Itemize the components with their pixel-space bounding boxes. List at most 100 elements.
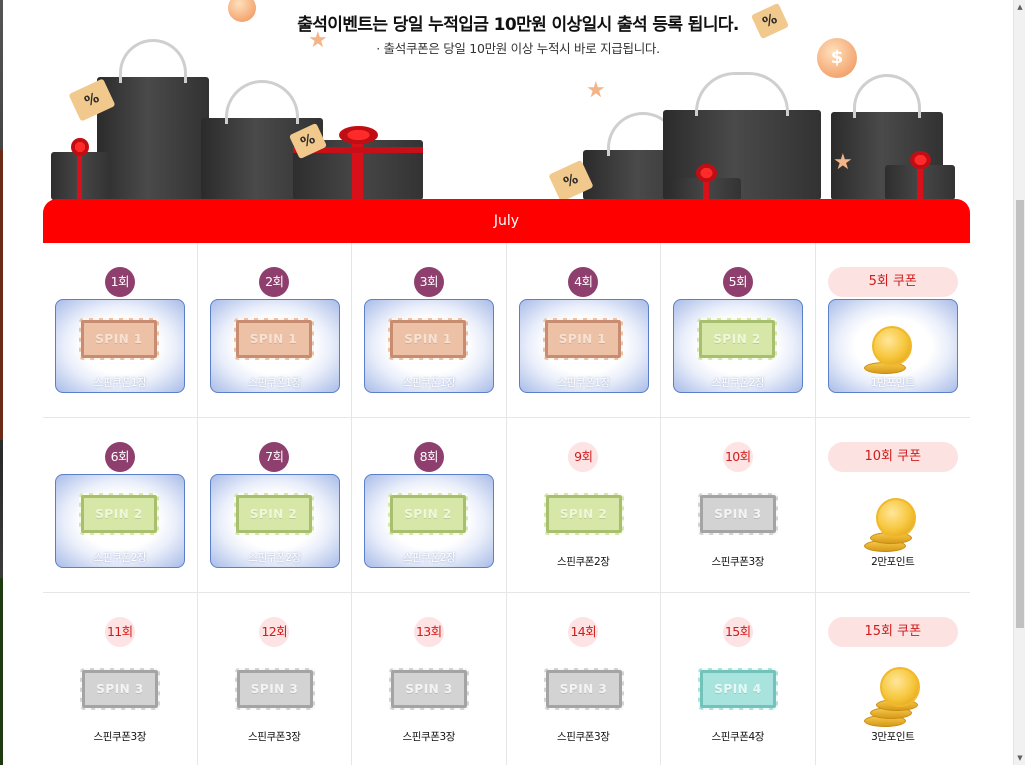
reward-text: 스핀쿠폰1장 — [248, 377, 301, 389]
reward-card-checked: SPIN 2 스핀쿠폰2장 — [209, 474, 340, 568]
spin-ticket-label: SPIN 1 — [95, 332, 143, 346]
attendance-count-badge: 10회 — [722, 442, 753, 472]
reward-text: 1만포인트 — [870, 377, 915, 389]
reward-text: 스핀쿠폰1장 — [93, 377, 147, 389]
scroll-up-arrow-icon[interactable]: ▲ — [1017, 3, 1023, 11]
spin-ticket-icon: SPIN 1 — [388, 318, 468, 360]
gift-ribbon — [351, 140, 364, 200]
gift-box-icon — [51, 138, 109, 200]
attendance-cell: 14회 SPIN 3 스핀쿠폰3장 — [507, 593, 661, 765]
gift-ribbon — [916, 165, 923, 200]
coin-stack-icon — [858, 496, 928, 556]
attendance-count-badge: 15회 — [722, 617, 753, 647]
spin-ticket-label: SPIN 3 — [714, 507, 762, 521]
reward-text: 스핀쿠폰3장 — [247, 731, 301, 743]
gift-bow — [338, 126, 378, 144]
star-icon: ★ — [586, 78, 606, 103]
attendance-cell: 2회 SPIN 1 스핀쿠폰1장 — [197, 243, 352, 418]
background-edge-segment — [0, 150, 3, 440]
attendance-cell: 15회 쿠폰 3만포인트 — [816, 593, 971, 765]
spin-ticket-label: SPIN 1 — [249, 332, 298, 346]
gift-bow — [695, 164, 717, 182]
spin-ticket-icon: SPIN 2 — [79, 493, 159, 535]
bag-handle — [225, 80, 299, 124]
scroll-down-arrow-icon[interactable]: ▼ — [1017, 754, 1023, 762]
background-edge-segment — [0, 578, 3, 765]
gift-bow — [71, 138, 89, 156]
coin-stack-icon — [858, 667, 928, 731]
gift-box-icon — [671, 164, 741, 200]
spin-ticket-label: SPIN 2 — [95, 507, 143, 521]
attendance-count-badge: 3회 — [413, 267, 444, 297]
coin-icon — [871, 326, 912, 366]
coin-icon — [228, 0, 256, 22]
reward-text: 스핀쿠폰2장 — [402, 552, 456, 564]
spin-ticket-icon: SPIN 2 — [697, 318, 777, 360]
attendance-count-badge: 11회 — [104, 617, 135, 647]
event-subline: · 출석쿠폰은 당일 10만원 이상 누적시 바로 지급됩니다. — [376, 41, 660, 56]
reward-text: 스핀쿠폰2장 — [248, 552, 301, 564]
spin-ticket-label: SPIN 1 — [404, 332, 452, 346]
attendance-cell: 10회 SPIN 3 스핀쿠폰3장 — [661, 418, 816, 593]
attendance-count-badge: 1회 — [104, 267, 135, 297]
spin-ticket-icon: SPIN 3 — [234, 668, 315, 710]
reward-card-checked: SPIN 2 스핀쿠폰2장 — [364, 474, 494, 568]
spin-ticket-label: SPIN 2 — [559, 507, 608, 521]
background-edge — [0, 0, 3, 765]
reward-text: 스핀쿠폰3장 — [402, 731, 456, 743]
attendance-count-badge: 14회 — [568, 617, 599, 647]
gift-bow — [909, 151, 931, 169]
vertical-scrollbar[interactable]: ▲ ▼ — [1013, 0, 1025, 765]
gift-ribbon — [293, 147, 423, 154]
spin-ticket-icon: SPIN 1 — [542, 318, 623, 360]
spin-ticket-label: SPIN 3 — [559, 682, 608, 696]
bag-handle — [853, 74, 921, 118]
coin-icon: $ — [817, 38, 857, 78]
percent-tag-icon: % — [750, 2, 790, 40]
gift-ribbon — [77, 152, 83, 200]
attendance-count-badge: 2회 — [259, 267, 290, 297]
attendance-count-badge: 9회 — [568, 442, 599, 472]
attendance-count-badge: 7회 — [259, 442, 290, 472]
spin-ticket-label: SPIN 3 — [405, 682, 453, 696]
reward-text: 스핀쿠폰4장 — [711, 731, 765, 743]
bag-handle — [694, 72, 790, 116]
scrollbar-thumb[interactable] — [1016, 200, 1024, 628]
attendance-count-badge: 12회 — [259, 617, 290, 647]
reward-text: 스핀쿠폰1장 — [557, 377, 610, 389]
spin-ticket-label: SPIN 2 — [404, 507, 452, 521]
attendance-cell: 10회 쿠폰 2만포인트 — [815, 418, 970, 593]
event-banner: % % ★ % % $ ★ ★ 출석이벤트는 당일 누적입금 10만원 이상일시… — [43, 0, 970, 200]
event-headline: 출석이벤트는 당일 누적입금 10만원 이상일시 출석 등록 됩니다. — [297, 15, 739, 35]
star-icon: ★ — [833, 150, 853, 175]
month-label: July — [493, 213, 520, 229]
attendance-count-badge: 5회 — [722, 267, 753, 297]
reward-text: 2만포인트 — [871, 556, 915, 568]
spin-ticket-icon: SPIN 2 — [388, 493, 468, 535]
bonus-coupon-label: 10회 쿠폰 — [827, 442, 958, 472]
gift-ribbon — [702, 178, 709, 200]
attendance-cell: 1회 SPIN 1 스핀쿠폰1장 — [43, 243, 198, 418]
reward-text: 스핀쿠폰3장 — [556, 731, 610, 743]
spin-ticket-icon: SPIN 2 — [233, 493, 314, 535]
reward-text: 스핀쿠폰3장 — [711, 556, 765, 568]
spin-ticket-icon: SPIN 3 — [80, 668, 160, 710]
spin-ticket-icon: SPIN 4 — [698, 668, 778, 710]
reward-card-checked: 1만포인트 — [827, 299, 958, 393]
bonus-coupon-label: 15회 쿠폰 — [827, 617, 958, 647]
attendance-cell: 7회 SPIN 2 스핀쿠폰2장 — [197, 418, 352, 593]
reward-text: 3만포인트 — [871, 731, 915, 743]
spin-ticket-icon: SPIN 2 — [543, 493, 624, 535]
spin-ticket-label: SPIN 1 — [558, 332, 607, 346]
reward-card-checked: SPIN 1 스핀쿠폰1장 — [209, 299, 340, 393]
